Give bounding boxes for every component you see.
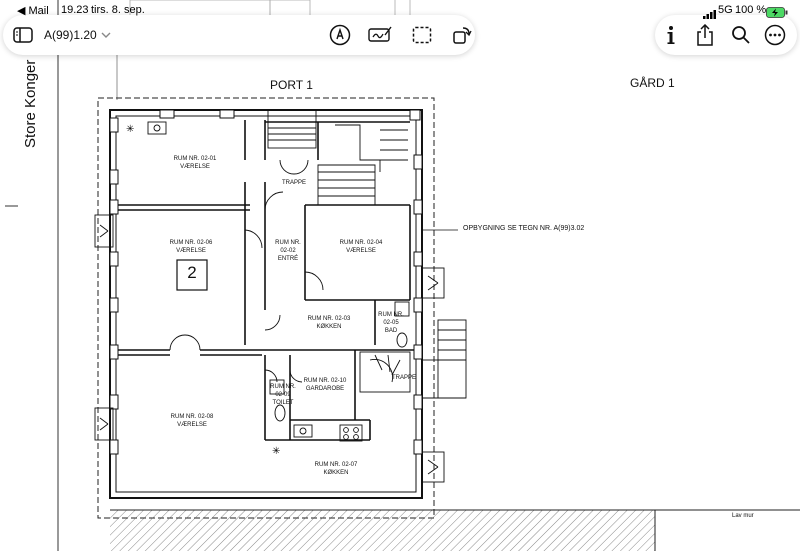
sidebar-toggle-icon[interactable]: [9, 21, 37, 49]
share-icon[interactable]: [691, 21, 719, 49]
apartment-number: 2: [187, 263, 197, 282]
port-label: PORT 1: [270, 78, 313, 92]
title-dropdown-chevron-icon[interactable]: [99, 21, 113, 49]
network-label: 5G: [718, 4, 733, 16]
search-icon[interactable]: [727, 21, 755, 49]
status-time: 19.23: [61, 4, 89, 16]
more-options-icon[interactable]: [761, 21, 789, 49]
yard-label: GÅRD 1: [630, 76, 675, 90]
toolbar-left: [3, 15, 475, 55]
battery-charging-icon: [766, 5, 788, 23]
status-bar: ◀ Mail 19.23 tirs. 8. sep. 5G 100 %: [0, 0, 800, 22]
lav-mur-label: Lav mur: [732, 513, 754, 519]
selection-icon[interactable]: [408, 21, 436, 49]
stair-label-top: TRAPPE: [282, 180, 307, 186]
svg-text:✳: ✳: [126, 124, 134, 135]
signal-icon: [703, 6, 717, 24]
rotate-icon[interactable]: [448, 21, 476, 49]
battery-percent: 100 %: [735, 4, 767, 16]
back-to-app-link[interactable]: ◀ Mail: [17, 5, 49, 17]
street-label: Store Konger: [22, 59, 39, 148]
info-icon[interactable]: [657, 21, 685, 49]
toolbar-right: [655, 15, 797, 55]
document-title[interactable]: A(99)1.20: [44, 28, 97, 42]
svg-text:✳: ✳: [272, 446, 280, 457]
markup-pen-icon[interactable]: [326, 21, 354, 49]
status-date: tirs. 8. sep.: [91, 4, 145, 16]
stair-label-lower: TRAPPE: [392, 375, 417, 381]
signature-icon[interactable]: [366, 21, 394, 49]
rebuild-note: OPBYGNING SE TEGN NR. A(99)3.02: [463, 225, 585, 232]
